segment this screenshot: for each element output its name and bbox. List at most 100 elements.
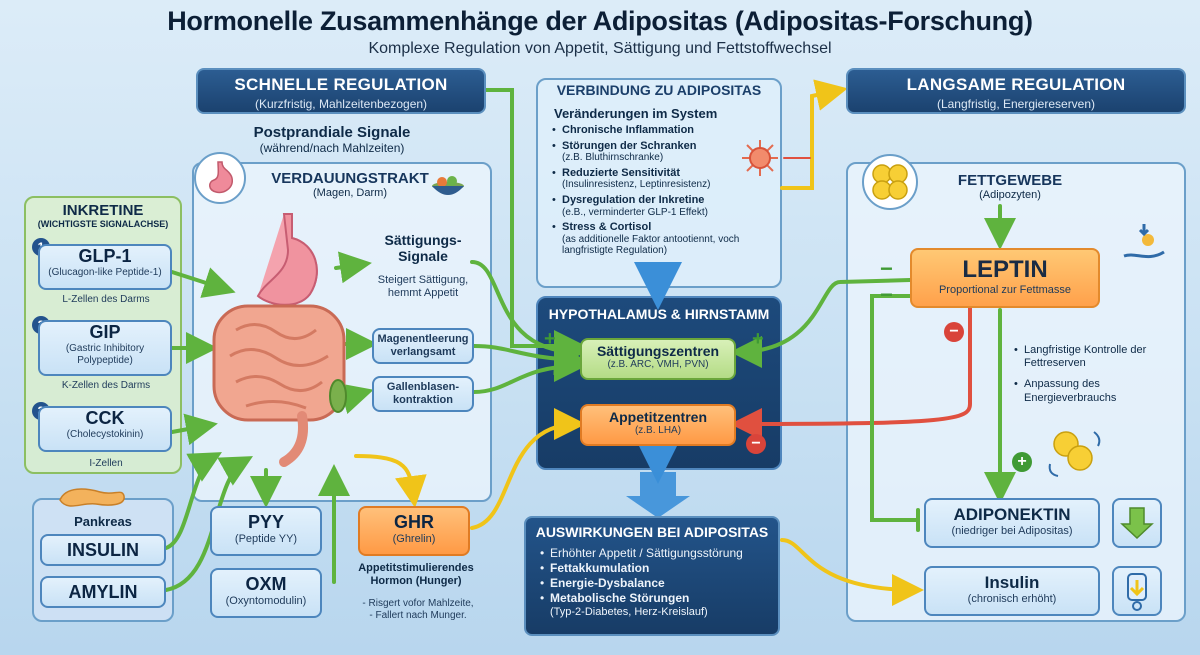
ghrelin-box: GHR (Ghrelin) (358, 506, 470, 556)
gastric-emptying-box: Magenentleerung verlangsamt (372, 328, 474, 364)
inflammation-virus-icon (740, 138, 780, 178)
effects-item: Erhöhter Appetit / Sättigungsstörung (540, 546, 778, 561)
glp1-name: GLP-1 (78, 246, 132, 266)
pyy-name: PYY (247, 512, 285, 532)
fat-insulin-subtitle: (chronisch erhöht) (967, 593, 1057, 605)
effects-list: Erhöhter Appetit / Sättigungsstörung Fet… (540, 546, 778, 620)
connection-item: Stress & Cortisol(as additionelle Faktor… (552, 221, 748, 257)
ghrelin-full-name: (Ghrelin) (392, 533, 436, 545)
appetite-centres-name: Appetitzentren (609, 409, 707, 425)
pyy-box: PYY (Peptide YY) (210, 506, 322, 556)
fat-tissue-title: FETTGEWEBE (957, 172, 1063, 189)
page-title: Hormonelle Zusammenhänge der Adipositas … (167, 6, 1033, 36)
fat-tissue-subtitle: (Adipozyten) (979, 189, 1041, 201)
ghrelin-note-1: - Risgert vofor Mahlzeite, (362, 598, 474, 609)
ghrelin-notes: - Risgert vofor Mahlzeite, - Fallert nac… (350, 598, 486, 622)
leptin-minus-bottom: − (880, 282, 893, 307)
oxm-name: OXM (245, 574, 287, 594)
fat-insulin-box: Insulin (chronisch erhöht) (924, 566, 1100, 616)
page-subtitle: Komplexe Regulation von Appetit, Sättigu… (368, 40, 832, 57)
oxm-box: OXM (Oxyntomodulin) (210, 568, 322, 618)
gip-box: GIP (Gastric Inhibitory Polypeptide) (38, 320, 172, 376)
incretins-header: INKRETINE (WICHTIGSTE SIGNALACHSE) (24, 202, 182, 229)
slow-regulation-header: LANGSAME REGULATION (Langfristig, Energi… (846, 68, 1186, 114)
satiety-plus-left: + (544, 328, 556, 350)
digestive-title: VERDAUUNGSTRAKT (271, 170, 429, 187)
digestive-header: VERDAUUNGSTRAKT (Magen, Darm) (250, 170, 450, 199)
adiponectin-arrow-icon (1112, 498, 1162, 548)
fat-tissue-notes: Langfristige Kontrolle der Fettreserven … (1014, 344, 1154, 405)
connection-item: Dysregulation der Inkretine(e.B., vermin… (552, 194, 748, 218)
connection-heading: Veränderungen im System (554, 106, 718, 121)
slow-regulation-title: LANGSAME REGULATION (906, 75, 1126, 94)
glp1-box: GLP-1 (Glucagon-like Peptide-1) (38, 244, 172, 290)
leptin-subtitle: Proportional zur Fettmasse (938, 284, 1072, 296)
fat-tissue-header: FETTGEWEBE (Adipozyten) (900, 172, 1120, 201)
effects-title: AUSWIRKUNGEN BEI ADIPOSITAS (535, 524, 769, 540)
satiety-centres-box: Sättigungszentren (z.B. ARC, VMH, PVN) (580, 338, 736, 380)
pyy-full-name: (Peptide YY) (234, 533, 298, 545)
food-bowl-icon (428, 166, 468, 202)
gallbladder-contraction-box: Gallenblasen-kontraktion (372, 376, 474, 412)
leptin-minus-top: − (880, 256, 893, 281)
connection-title: VERBINDUNG ZU ADIPOSITAS (556, 82, 762, 98)
intestine-icon (206, 210, 352, 470)
pancreas-insulin-box: INSULIN (40, 534, 166, 566)
leptin-box: LEPTIN Proportional zur Fettmasse (910, 248, 1100, 308)
satiety-centres-sub: (z.B. ARC, VMH, PVN) (607, 359, 709, 370)
gip-name: GIP (89, 322, 121, 342)
fat-insulin-name: Insulin (984, 573, 1040, 592)
digestive-subtitle: (Magen, Darm) (313, 187, 387, 199)
ghrelin-description: Appetitstimulierendes Hormon (Hunger) (358, 562, 474, 588)
appetite-centres-sub: (z.B. LHA) (634, 425, 682, 436)
cck-source: I-Zellen (89, 458, 123, 469)
fat-note: Anpassung des Energieverbrauchs (1014, 378, 1154, 404)
cck-name: CCK (85, 408, 125, 428)
glp1-source: L-Zellen des Darms (62, 294, 150, 305)
effects-item: Energie-Dysbalance (540, 576, 778, 591)
satiety-centres-name: Sättigungszentren (596, 343, 720, 359)
insulin-receptor-icon (1112, 566, 1162, 616)
slow-regulation-subtitle: (Langfristig, Energiereserven) (936, 97, 1096, 111)
postprandial-subtitle: (während/nach Mahlzeiten) (259, 141, 405, 155)
effects-item: Fettakkumulation (540, 561, 778, 576)
pancreas-title: Pankreas (74, 514, 132, 529)
connection-list: Chronische Inflammation Störungen der Sc… (552, 124, 748, 257)
leptin-appetite-minus-sign: − (944, 322, 964, 342)
ghrelin-note-2: - Fallert nach Munger. (369, 610, 467, 621)
fast-regulation-header: SCHNELLE REGULATION (Kurzfristig, Mahlze… (196, 68, 486, 114)
glp1-full-name: (Glucagon-like Peptide-1) (48, 267, 162, 278)
incretins-title: INKRETINE (62, 202, 144, 219)
adiponectin-name: ADIPONEKTIN (953, 505, 1071, 524)
obesity-effects-box: AUSWIRKUNGEN BEI ADIPOSITAS Erhöhter App… (524, 516, 780, 636)
appetite-centres-box: Appetitzentren (z.B. LHA) (580, 404, 736, 446)
satiety-plus-right: + (752, 328, 764, 350)
connection-item: Reduzierte Sensitivität(Insulinresistenz… (552, 167, 748, 191)
cck-full-name: (Cholecystokinin) (66, 429, 144, 440)
adiponectin-subtitle: (niedriger bei Adipositas) (951, 525, 1073, 537)
hypothalamus-title: HYPOTHALAMUS & HIRNSTAMM (548, 306, 770, 322)
pancreas-amylin-box: AMYLIN (40, 576, 166, 608)
leptin-name: LEPTIN (962, 256, 1048, 283)
adiponectin-box: ADIPONEKTIN (niedriger bei Adipositas) (924, 498, 1100, 548)
pancreas-icon (56, 482, 126, 512)
effects-item: Metabolische Störungen(Typ-2-Diabetes, H… (540, 591, 778, 620)
postprandial-title: Postprandiale Signale (253, 124, 411, 141)
connection-item: Störungen der Schranken(z.B. Bluthirnsch… (552, 140, 748, 164)
fat-note: Langfristige Kontrolle der Fettreserven (1014, 344, 1154, 370)
fast-regulation-title: SCHNELLE REGULATION (234, 75, 448, 94)
adiponectin-plus-sign: + (1012, 452, 1032, 472)
satiety-signals-subtitle: Steigert Sättigung, hemmt Appetit (377, 274, 469, 300)
connection-item: Chronische Inflammation (552, 124, 748, 137)
gip-source: K-Zellen des Darms (61, 380, 151, 391)
gip-full-name: (Gastric Inhibitory Polypeptide) (65, 343, 145, 366)
satiety-signals-title: Sättigungs- (384, 232, 462, 248)
postprandial-signals: Postprandiale Signale (während/nach Mahl… (212, 124, 452, 155)
hand-molecule-icon (1118, 218, 1170, 270)
fast-regulation-subtitle: (Kurzfristig, Mahlzeitenbezogen) (254, 97, 428, 111)
satiety-signals-title2: Signale (398, 248, 448, 264)
incretins-subtitle: (WICHTIGSTE SIGNALACHSE) (37, 219, 169, 229)
adipocyte-cluster-icon (862, 154, 918, 210)
oxm-full-name: (Oxyntomodulin) (225, 595, 307, 607)
cck-box: CCK (Cholecystokinin) (38, 406, 172, 452)
